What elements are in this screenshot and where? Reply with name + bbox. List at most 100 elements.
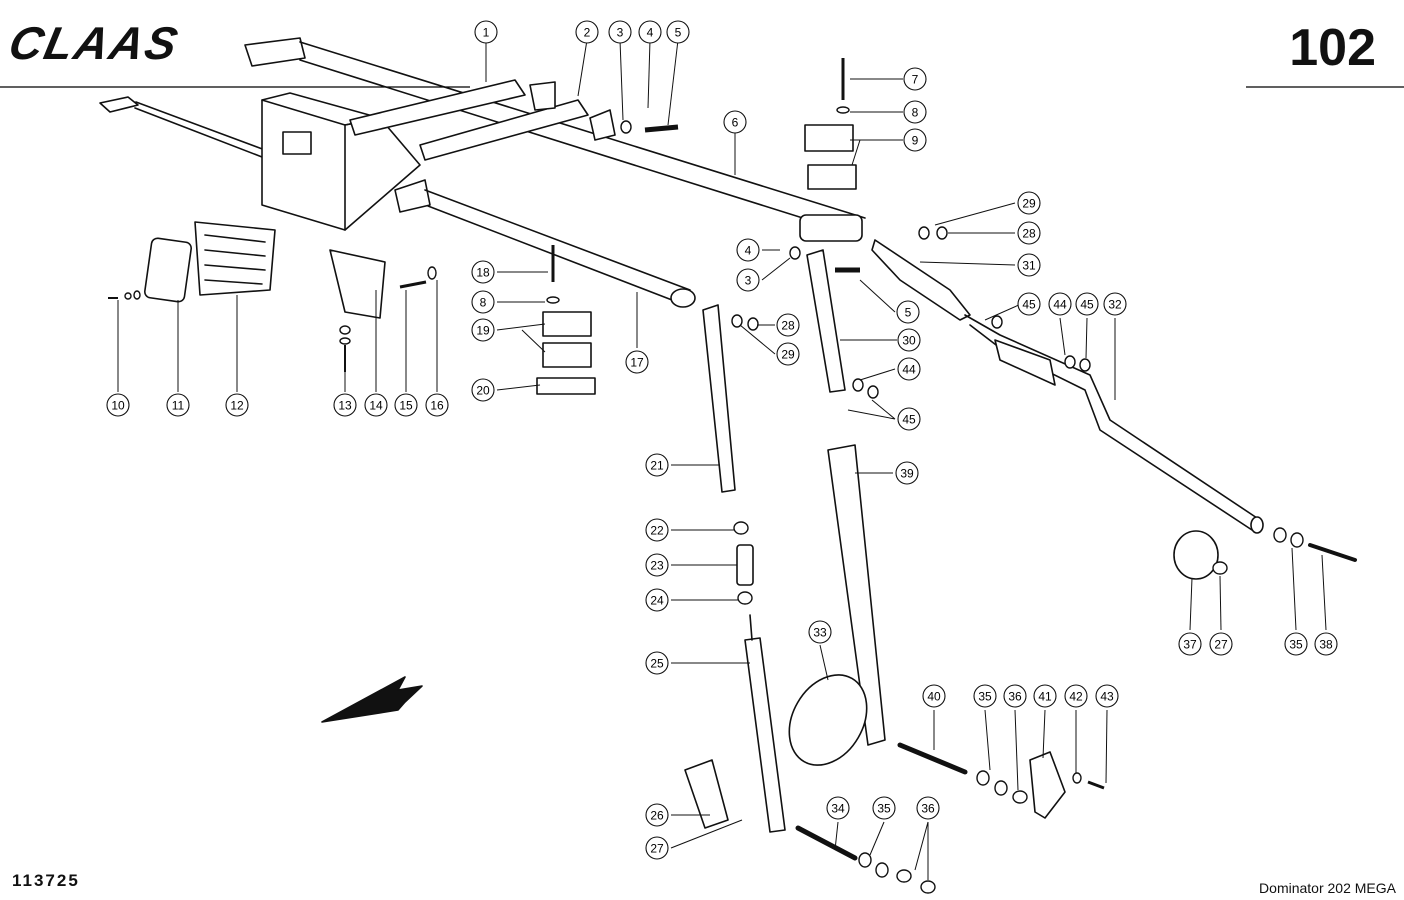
part-callout-28: 28 (776, 313, 800, 337)
control-housing (261, 99, 346, 231)
callout-number: 5 (905, 306, 912, 320)
callout-number: 28 (1022, 227, 1036, 241)
gear-lever-boot (194, 221, 276, 296)
spacer-sleeve (736, 544, 754, 586)
callout-number: 24 (650, 594, 664, 608)
callout-number: 28 (781, 319, 795, 333)
callout-number: 15 (399, 399, 413, 413)
part-callout-32: 32 (1103, 292, 1127, 316)
callout-number: 17 (630, 356, 644, 370)
part-callout-14: 14 (364, 393, 388, 417)
part-callout-38: 38 (1314, 632, 1338, 656)
callout-number: 45 (1080, 298, 1094, 312)
base-plate-20 (536, 377, 596, 395)
callout-number: 34 (831, 802, 845, 816)
part-callout-44: 44 (1048, 292, 1072, 316)
part-callout-28: 28 (1017, 221, 1041, 245)
callout-number: 38 (1319, 638, 1333, 652)
actuating-bar-lower (827, 444, 886, 746)
callout-number: 18 (476, 266, 490, 280)
part-callout-23: 23 (645, 553, 669, 577)
callout-number: 10 (111, 399, 125, 413)
part-callout-16: 16 (425, 393, 449, 417)
callout-number: 4 (647, 26, 654, 40)
part-callout-17: 17 (625, 350, 649, 374)
callout-number: 35 (978, 690, 992, 704)
callout-number: 27 (1214, 638, 1228, 652)
callout-number: 39 (900, 467, 914, 481)
callout-number: 11 (172, 399, 185, 413)
part-callout-35: 35 (872, 796, 896, 820)
callout-number: 29 (781, 348, 795, 362)
part-callout-37: 37 (1178, 632, 1202, 656)
part-callout-45: 45 (1017, 292, 1041, 316)
part-callout-30: 30 (897, 328, 921, 352)
callout-number: 20 (476, 384, 490, 398)
part-callout-34: 34 (826, 796, 850, 820)
callout-number: 25 (650, 657, 664, 671)
part-callout-5: 5 (666, 20, 690, 44)
part-callout-22: 22 (645, 518, 669, 542)
part-callout-24: 24 (645, 588, 669, 612)
link-arm-2 (419, 99, 589, 161)
callout-number: 35 (1289, 638, 1303, 652)
bracket-41 (1029, 751, 1066, 819)
bolt-38 (1308, 543, 1357, 562)
callout-number: 35 (877, 802, 891, 816)
callout-number: 7 (912, 73, 919, 87)
part-callout-11: 11 (166, 393, 190, 417)
pull-rod-upper (702, 304, 736, 493)
callout-number: 37 (1183, 638, 1197, 652)
callout-number: 40 (927, 690, 941, 704)
part-callout-9: 9 (903, 128, 927, 152)
callout-number: 32 (1108, 298, 1122, 312)
callout-number: 5 (675, 26, 682, 40)
direction-arrow (321, 676, 423, 723)
callout-number: 9 (912, 134, 919, 148)
callout-number: 1 (483, 26, 490, 40)
callout-number: 44 (902, 363, 916, 377)
callout-number: 16 (430, 399, 444, 413)
callout-number: 44 (1053, 298, 1067, 312)
upper-tube (244, 37, 306, 67)
callout-number: 22 (650, 524, 664, 538)
callout-number: 27 (650, 842, 664, 856)
lever-arm (871, 239, 971, 321)
part-callout-18: 18 (471, 260, 495, 284)
callout-number: 8 (912, 106, 919, 120)
callout-number: 45 (902, 413, 916, 427)
part-callout-8: 8 (471, 290, 495, 314)
part-callout-29: 29 (1017, 191, 1041, 215)
part-callout-1: 1 (474, 20, 498, 44)
part-callout-13: 13 (333, 393, 357, 417)
part-callout-15: 15 (394, 393, 418, 417)
callout-number: 23 (650, 559, 664, 573)
part-callout-19: 19 (471, 318, 495, 342)
callout-number: 43 (1100, 690, 1114, 704)
curved-rod (964, 314, 1261, 521)
part-callout-39: 39 (895, 461, 919, 485)
pull-rod-lower (744, 637, 786, 833)
page-number: 102 (1289, 19, 1376, 77)
part-callout-35: 35 (1284, 632, 1308, 656)
callout-number: 3 (617, 26, 624, 40)
part-callout-29: 29 (776, 342, 800, 366)
callout-number: 21 (650, 459, 664, 473)
disc-37 (1173, 530, 1219, 580)
part-callout-2: 2 (575, 20, 599, 44)
part-callout-20: 20 (471, 378, 495, 402)
part-callout-25: 25 (645, 651, 669, 675)
part-callout-33: 33 (808, 620, 832, 644)
part-callout-12: 12 (225, 393, 249, 417)
part-callout-27: 27 (1209, 632, 1233, 656)
callout-number: 30 (902, 334, 916, 348)
callout-number: 33 (813, 626, 827, 640)
disc-33 (788, 674, 868, 766)
part-callout-3: 3 (736, 268, 760, 292)
boot-frame (143, 237, 193, 303)
callout-number: 6 (732, 116, 739, 130)
callout-number: 3 (745, 274, 752, 288)
stud-40 (897, 742, 968, 775)
